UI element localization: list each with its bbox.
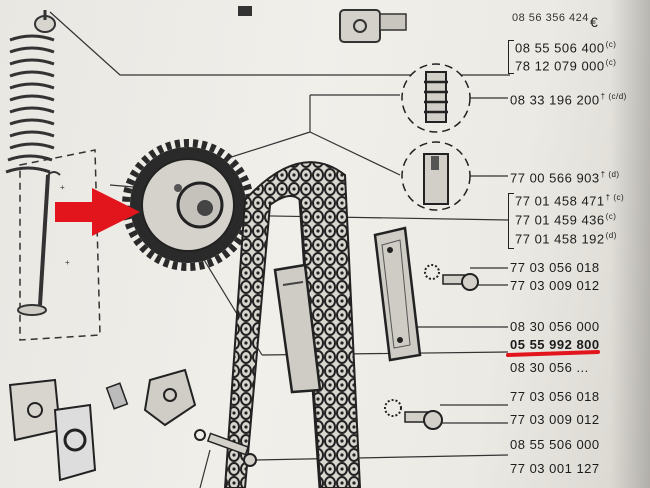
part-number-4: 77 00 566 903† (d): [510, 170, 619, 186]
part-number-13: 77 03 056 018: [510, 389, 600, 404]
part-number-1: 08 55 506 400(c): [515, 40, 616, 56]
bracket-group-2: [508, 193, 514, 249]
bolt-lower: [384, 399, 443, 430]
part-number-top-partial: 08 56 356 424: [512, 12, 589, 24]
part-number-2: 78 12 079 000(c): [515, 58, 616, 74]
part-number-12: 08 30 056 ...: [510, 360, 589, 375]
svg-text:+: +: [65, 258, 70, 267]
camshaft-sprocket: [122, 139, 254, 271]
page-edge-shadow: [610, 0, 650, 488]
chain-tensioner: [373, 226, 422, 362]
rocker-part: [238, 6, 407, 43]
part-number-3: 08 33 196 200† (c/d): [510, 92, 626, 108]
part-number-11-highlighted: 05 55 992 800: [510, 337, 600, 352]
bracket-group-1: [508, 40, 514, 74]
section-marker: €: [590, 14, 598, 30]
part-number-16: 77 03 001 127: [510, 461, 600, 476]
detail-circle-upper: [401, 63, 471, 133]
lower-parts: [8, 368, 257, 482]
chain-guide: [273, 263, 322, 394]
part-number-14: 77 03 009 012: [510, 412, 600, 427]
valve-spring: [5, 10, 56, 174]
red-arrow: [55, 188, 140, 236]
part-number-10: 08 30 056 000: [510, 319, 600, 334]
highlight-underline: [506, 350, 600, 357]
part-number-5: 77 01 458 471† (c): [515, 193, 624, 209]
valve-dashed-box: + +: [17, 149, 101, 341]
part-number-15: 08 55 506 000: [510, 437, 600, 452]
svg-text:+: +: [60, 183, 65, 192]
part-number-7: 77 01 458 192(d): [515, 231, 616, 247]
part-number-6: 77 01 459 436(c): [515, 212, 616, 228]
bolt-upper: [424, 264, 479, 291]
part-number-9: 77 03 009 012: [510, 278, 600, 293]
part-number-8: 77 03 056 018: [510, 260, 600, 275]
detail-circle-lower: [401, 141, 471, 211]
